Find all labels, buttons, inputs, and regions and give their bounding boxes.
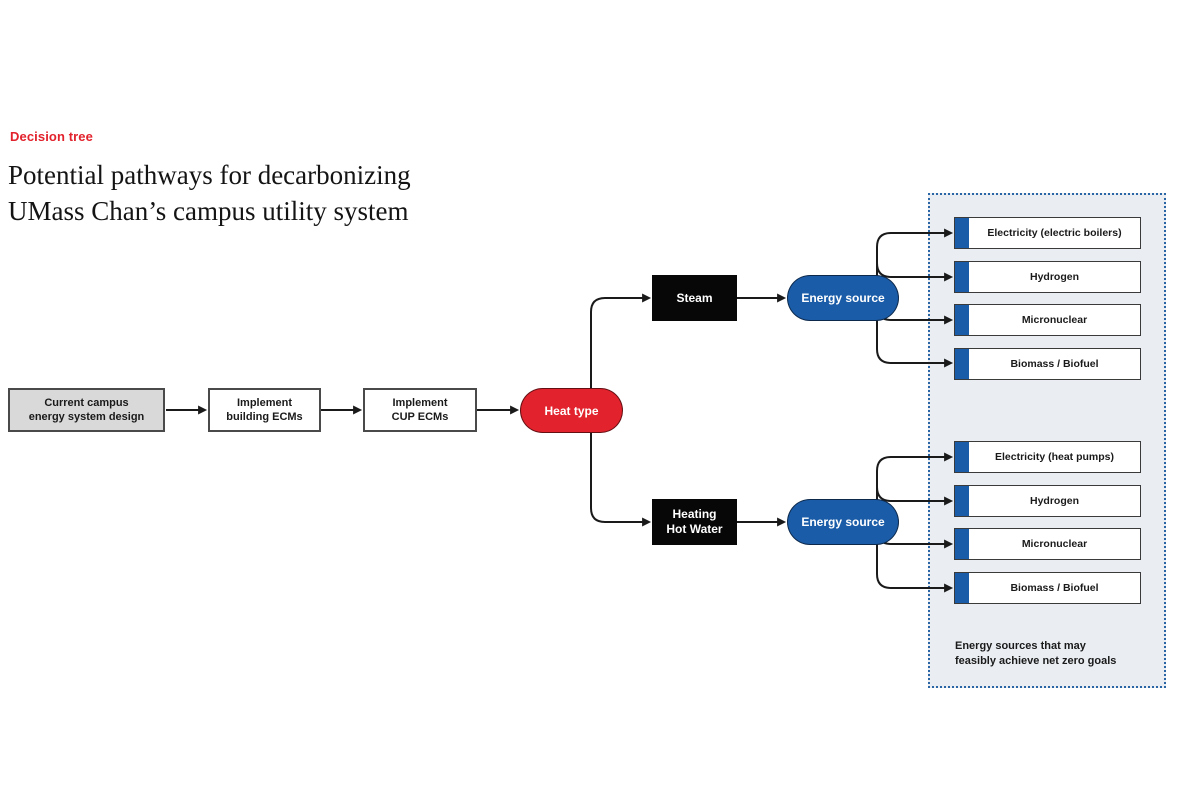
node-steam: Steam (652, 275, 737, 321)
title-line-1: Potential pathways for decarbonizing (8, 160, 411, 190)
option-label: Biomass / Biofuel (1010, 358, 1099, 370)
node-label: Heat type (544, 403, 599, 418)
option-micronuclear-steam: Micronuclear (954, 304, 1141, 336)
option-blue-bar (955, 262, 969, 292)
node-label: Heating (672, 507, 717, 521)
node-heating-hot-water: Heating Hot Water (652, 499, 737, 545)
option-label: Micronuclear (1021, 538, 1088, 550)
page-title: Potential pathways for decarbonizing UMa… (8, 157, 411, 229)
node-label: building ECMs (226, 411, 303, 423)
option-label: Electricity (electric boilers) (987, 227, 1122, 239)
option-blue-bar (955, 529, 969, 559)
node-label: energy system design (28, 411, 145, 423)
eyebrow-label: Decision tree (10, 129, 93, 144)
option-label: Micronuclear (1021, 314, 1088, 326)
node-building-ecms: Implement building ECMs (208, 388, 321, 432)
node-label: Implement (236, 397, 292, 409)
node-label: Steam (676, 290, 713, 305)
option-biomass-biofuel-steam: Biomass / Biofuel (954, 348, 1141, 380)
option-blue-bar (955, 573, 969, 603)
node-label: Energy source (801, 515, 885, 529)
node-energy-source-hot-water: Energy source (787, 499, 899, 545)
node-label: Current campus (44, 397, 129, 409)
node-heat-type: Heat type (520, 388, 623, 433)
node-current-campus: Current campus energy system design (8, 388, 165, 432)
caption-line-1: Energy sources that may (955, 640, 1086, 652)
caption-line-2: feasibly achieve net zero goals (955, 654, 1117, 667)
panel-caption: Energy sources that may feasibly achieve… (955, 639, 1145, 668)
option-biomass-biofuel-hot-water: Biomass / Biofuel (954, 572, 1141, 604)
option-micronuclear-hot-water: Micronuclear (954, 528, 1141, 560)
node-label: Energy source (801, 291, 885, 305)
node-energy-source-steam: Energy source (787, 275, 899, 321)
node-label: Hot Water (666, 522, 723, 536)
option-label: Electricity (heat pumps) (994, 451, 1115, 463)
option-blue-bar (955, 486, 969, 516)
option-hydrogen-steam: Hydrogen (954, 261, 1141, 293)
option-label: Biomass / Biofuel (1010, 582, 1099, 594)
node-label: Implement (392, 397, 448, 409)
node-label: CUP ECMs (391, 411, 449, 423)
option-label: Hydrogen (1029, 495, 1079, 507)
option-electricity-electric-boilers: Electricity (electric boilers) (954, 217, 1141, 249)
option-blue-bar (955, 442, 969, 472)
option-blue-bar (955, 218, 969, 248)
option-blue-bar (955, 305, 969, 335)
option-blue-bar (955, 349, 969, 379)
title-line-2: UMass Chan’s campus utility system (8, 196, 409, 226)
option-electricity-heat-pumps: Electricity (heat pumps) (954, 441, 1141, 473)
option-hydrogen-hot-water: Hydrogen (954, 485, 1141, 517)
node-cup-ecms: Implement CUP ECMs (363, 388, 477, 432)
option-label: Hydrogen (1029, 271, 1079, 283)
